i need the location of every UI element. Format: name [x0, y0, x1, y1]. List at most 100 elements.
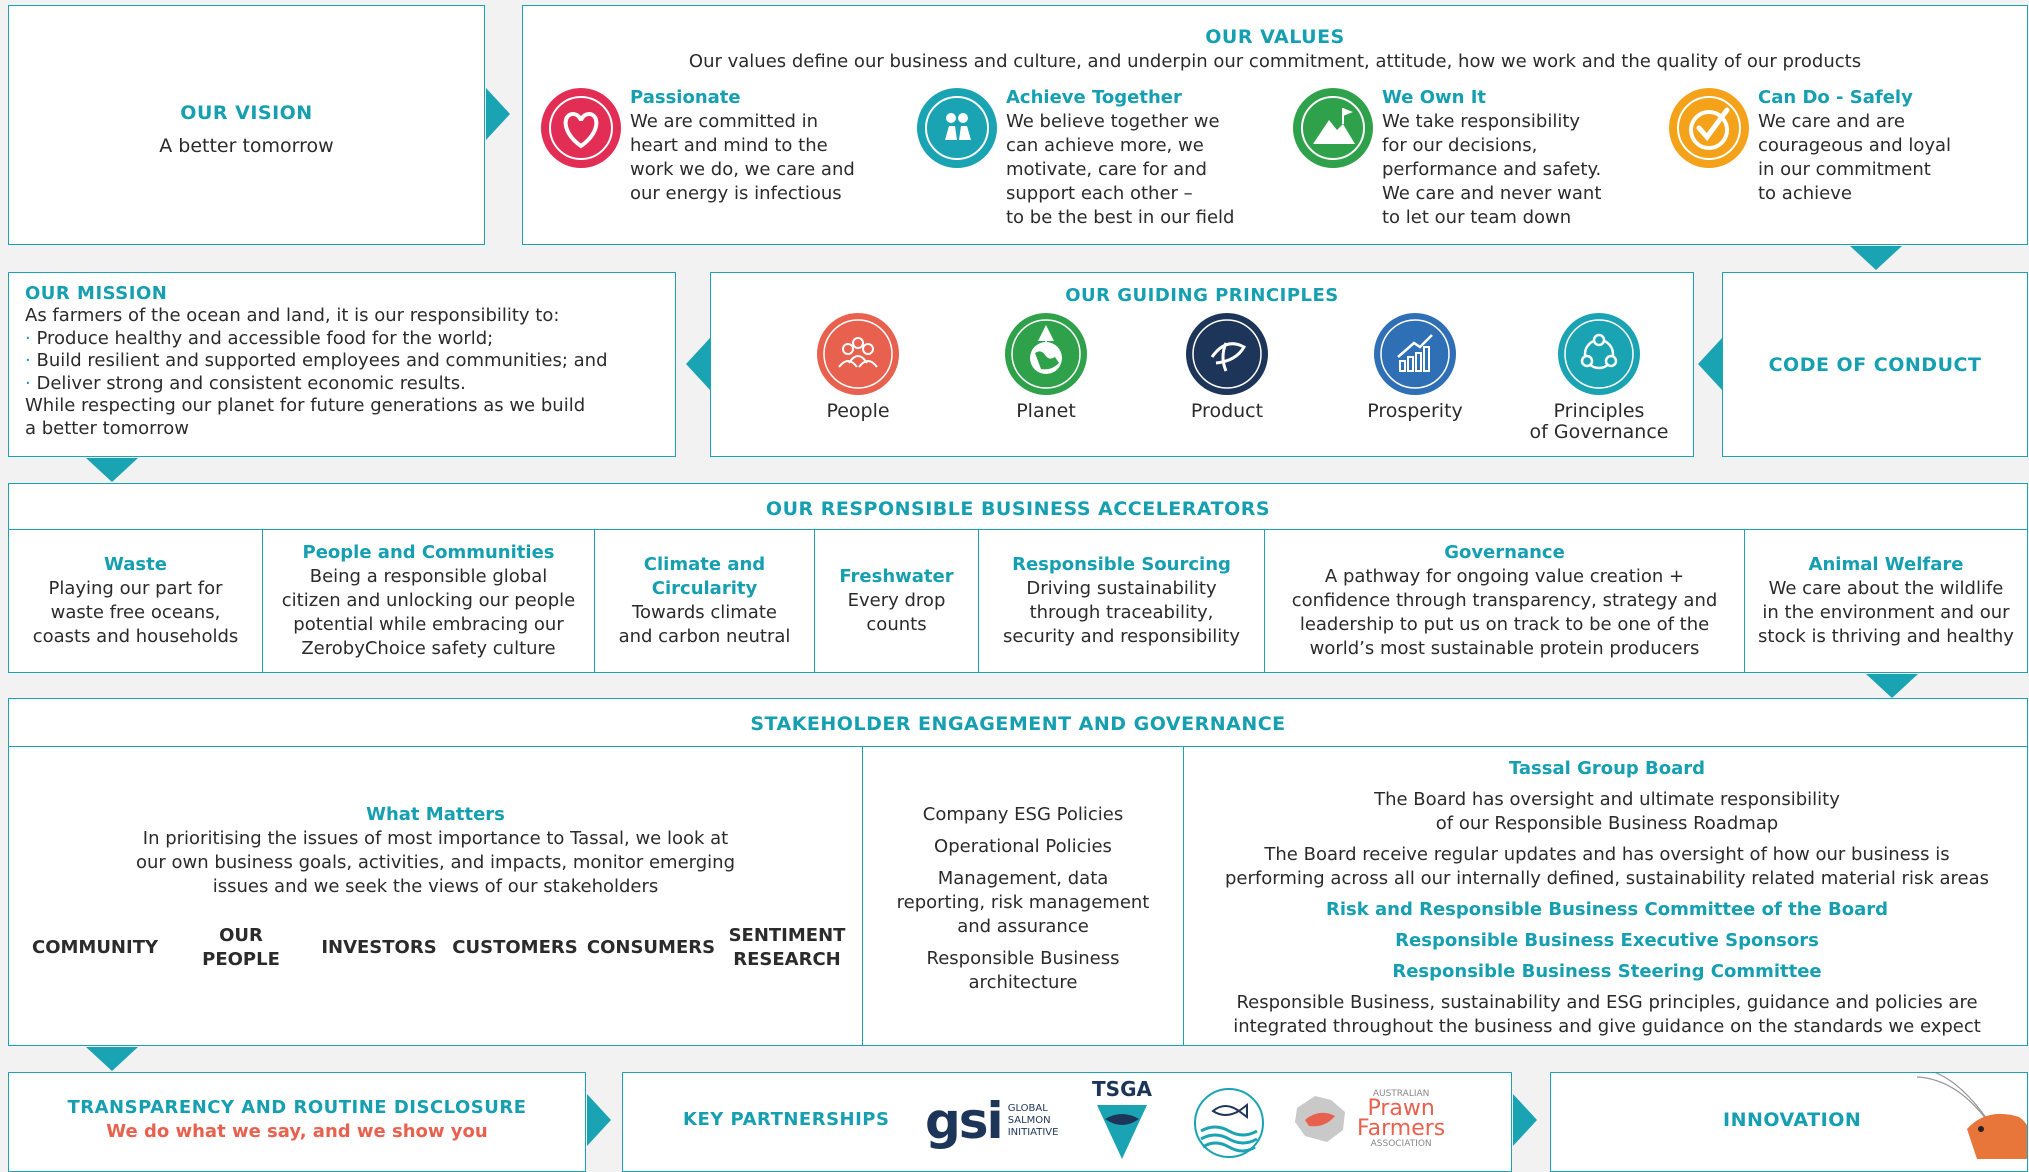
mission-bullet-text: Build resilient and supported employees …: [36, 350, 608, 371]
stakeholder-label: OUR: [219, 925, 263, 946]
principle-governance: Principles of Governance: [1519, 313, 1679, 443]
accelerator-governance: Governance A pathway for ongoing value c…: [1265, 530, 1745, 672]
accelerator-animal-welfare: Animal Welfare We care about the wildlif…: [1745, 530, 2027, 672]
transparency-title: TRANSPARENCY AND ROUTINE DISCLOSURE: [67, 1097, 527, 1118]
committee: Risk and Responsible Business Committee …: [1326, 899, 1888, 920]
fish-logo: [1193, 1087, 1265, 1163]
stakeholder-label: RESEARCH: [733, 949, 841, 970]
values-box: OUR VALUES Our values define our busines…: [522, 5, 2028, 245]
board-text: of our Responsible Business Roadmap: [1435, 813, 1779, 834]
committee: Responsible Business Steering Committee: [1392, 961, 1822, 982]
prawn-map-icon: [1295, 1096, 1345, 1142]
value-title: Achieve Together: [1006, 87, 1182, 108]
gsi-line: INITIATIVE: [1007, 1127, 1059, 1138]
accelerator-sourcing: Responsible Sourcing Driving sustainabil…: [979, 530, 1265, 672]
board-text: The Board receive regular updates and ha…: [1264, 844, 1950, 865]
accelerator-line: potential while embracing our: [293, 614, 564, 635]
prawn-farmers-logo: AUSTRALIAN Prawn Farmers ASSOCIATION: [1291, 1089, 1445, 1149]
principle-label: Product: [1190, 400, 1264, 422]
board-text: performing across all our internally def…: [1224, 868, 1989, 889]
policy-item: Company ESG Policies: [922, 804, 1124, 825]
prawn-icon: [1916, 1073, 2027, 1159]
checkmark-icon: [1669, 88, 1749, 168]
prawn-farmers-text: AUSTRALIAN Prawn Farmers ASSOCIATION: [1357, 1089, 1445, 1149]
stakeholder-consumers: CONSUMERS: [581, 936, 721, 960]
value-title: Passionate: [630, 87, 741, 108]
value-line: support each other –: [1006, 183, 1193, 204]
mission-outro: While respecting our planet for future g…: [25, 395, 586, 416]
values-arrow: [1850, 246, 1902, 270]
accelerator-line: citizen and unlocking our people: [281, 590, 576, 611]
mission-bullet-text: Deliver strong and consistent economic r…: [36, 372, 466, 394]
value-line: motivate, care for and: [1006, 159, 1207, 180]
gsi-logo-subtitle: GLOBAL SALMON INITIATIVE: [1008, 1103, 1059, 1139]
committee: Responsible Business Executive Sponsors: [1395, 930, 1819, 951]
accelerators-box: OUR RESPONSIBLE BUSINESS ACCELERATORS Wa…: [8, 483, 2028, 673]
stakeholder-label: COMMUNITY: [31, 937, 159, 958]
value-line: work we do, we care and: [630, 159, 855, 180]
mountain-flag-icon: [1293, 88, 1373, 168]
policy-item: and assurance: [957, 916, 1089, 937]
transparency-subtitle: We do what we say, and we show you: [106, 1121, 488, 1142]
board-text: integrated throughout the business and g…: [1233, 1016, 1981, 1037]
principle-label: People: [826, 400, 890, 422]
accelerator-line: Driving sustainability: [1026, 578, 1217, 599]
value-line: We care and are: [1758, 111, 1905, 132]
stakeholder-label: CUSTOMERS: [452, 937, 578, 958]
gsi-line: GLOBAL: [1007, 1103, 1048, 1114]
stakeholder-box: STAKEHOLDER ENGAGEMENT AND GOVERNANCE Wh…: [8, 698, 2028, 1046]
stakeholder-divider: [862, 746, 863, 1045]
mission-box: OUR MISSION As farmers of the ocean and …: [8, 272, 676, 457]
accelerator-line: counts: [866, 614, 927, 635]
innovation-title: INNOVATION: [1723, 1109, 1862, 1131]
apfa-line: Prawn: [1367, 1096, 1435, 1121]
stakeholder-divider: [9, 746, 2027, 747]
accelerator-title: Freshwater: [839, 566, 954, 587]
stakeholder-divider: [1183, 746, 1184, 1045]
accelerator-people-communities: People and Communities Being a responsib…: [263, 530, 595, 672]
stakeholder-community: COMMUNITY: [25, 936, 165, 960]
principle-product: Product: [1147, 313, 1307, 422]
vision-text: A better tomorrow: [159, 135, 334, 157]
accelerator-title: Responsible Sourcing: [1012, 554, 1231, 575]
value-we-own-it: We Own It We take responsibility for our…: [1382, 86, 1732, 230]
mission-bullet: · Build resilient and supported employee…: [25, 350, 608, 371]
gsi-logo-text: gsi: [925, 1092, 1004, 1150]
what-matters-line: issues and we seek the views of our stak…: [212, 876, 659, 897]
stakeholder-label: SENTIMENT: [728, 925, 846, 946]
transparency-box: TRANSPARENCY AND ROUTINE DISCLOSURE We d…: [8, 1072, 586, 1172]
accelerator-line: Every drop: [847, 590, 946, 611]
principle-label: Planet: [1016, 400, 1076, 422]
policy-item: Responsible Business: [926, 948, 1120, 969]
principles-arrow: [686, 338, 710, 390]
accelerator-climate: Climate and Circularity Towards climate …: [595, 530, 815, 672]
product-icon: [1186, 313, 1268, 395]
accelerator-line: through traceability,: [1029, 602, 1214, 623]
accelerator-line: Being a responsible global: [309, 566, 548, 587]
accelerator-line: and carbon neutral: [618, 626, 791, 647]
accelerators-arrow: [1866, 674, 1918, 698]
board-text: Responsible Business, sustainability and…: [1236, 992, 1978, 1013]
accelerator-line: stock is thriving and healthy: [1758, 626, 2014, 647]
mission-intro: As farmers of the ocean and land, it is …: [25, 305, 560, 326]
accelerator-title: Waste: [104, 554, 167, 575]
apfa-line: AUSTRALIAN: [1372, 1089, 1430, 1099]
stakeholder-label: CONSUMERS: [586, 937, 716, 958]
board-column: Tassal Group Board The Board has oversig…: [1185, 757, 2029, 1039]
principles-box: OUR GUIDING PRINCIPLES People Planet Pro…: [710, 272, 1694, 457]
value-title: We Own It: [1382, 87, 1487, 108]
accelerator-line: ZerobyChoice safety culture: [301, 638, 556, 659]
value-line: can achieve more, we: [1006, 135, 1204, 156]
stakeholder-arrow: [86, 1047, 138, 1071]
accelerator-waste: Waste Playing our part for waste free oc…: [9, 530, 263, 672]
mission-bullet-text: Produce healthy and accessible food for …: [36, 327, 494, 349]
accelerator-line: world’s most sustainable protein produce…: [1309, 638, 1700, 659]
accelerator-line: in the environment and our: [1762, 602, 2010, 623]
people-icon: [817, 313, 899, 395]
mission-title: OUR MISSION: [25, 283, 168, 304]
principle-people: People: [778, 313, 938, 422]
stakeholder-label: PEOPLE: [202, 949, 280, 970]
apfa-line: Farmers: [1357, 1116, 1446, 1141]
accelerator-freshwater: Freshwater Every drop counts: [815, 530, 979, 672]
code-title: CODE OF CONDUCT: [1768, 354, 1982, 376]
